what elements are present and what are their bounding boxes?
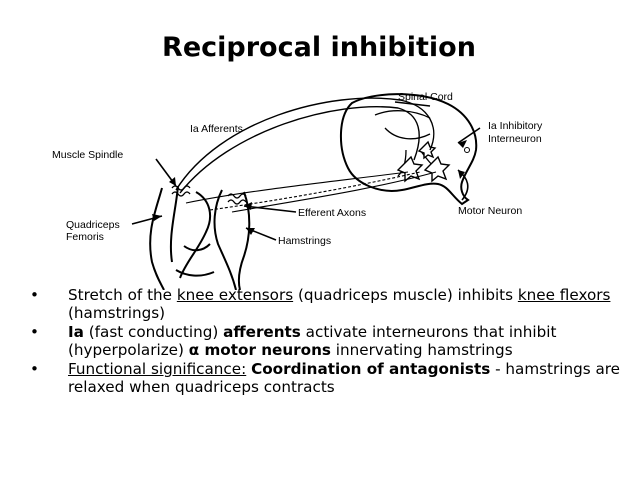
label-quadriceps: Quadriceps <box>66 219 120 231</box>
bullet-text: activate interneurons that inhibit (hype… <box>68 323 557 359</box>
spinal-cord-shape <box>339 93 478 206</box>
label-muscle-spindle: Muscle Spindle <box>52 149 123 161</box>
leg-muscles <box>149 185 251 290</box>
label-interneuron: Interneuron <box>488 133 542 145</box>
label-hamstrings: Hamstrings <box>278 235 331 247</box>
bullet-dot: • <box>30 286 39 304</box>
bullet-dot: • <box>30 323 39 341</box>
bullet-text: innervating hamstrings <box>330 340 513 359</box>
bullet-text: Stretch of the <box>68 286 177 304</box>
arrow-heads <box>152 140 467 235</box>
label-ia-afferents: Ia Afferents <box>190 123 243 135</box>
label-ia-inhibitory: Ia Inhibitory <box>488 120 543 132</box>
bullet-text: (quadriceps muscle) inhibits <box>293 286 518 304</box>
term-coordination-of-antagonists: Coordination of antagonists <box>251 360 491 378</box>
term-functional-significance: Functional significance: <box>68 360 247 378</box>
label-femoris: Femoris <box>66 231 104 243</box>
reciprocal-inhibition-diagram: Spinal Cord Ia Afferents Ia Inhibitory I… <box>52 91 543 290</box>
label-spinal-cord: Spinal Cord <box>398 91 453 103</box>
bullet-text: (fast conducting) <box>83 323 224 341</box>
bullet-dot: • <box>30 360 39 378</box>
term-knee-extensors: knee extensors <box>176 286 294 304</box>
efferent-axon-fibers <box>185 171 437 213</box>
bullet-item-3: • Functional significance: Coordination o… <box>30 360 630 396</box>
bullet-item-1: • Stretch of the knee extensors (quadrice… <box>30 286 630 322</box>
bullet-list: • Stretch of the knee extensors (quadrice… <box>30 286 630 398</box>
term-alpha-motor-neurons: α motor neurons <box>188 340 331 359</box>
label-motor-neuron: Motor Neuron <box>458 205 522 217</box>
motor-neuron-cells <box>396 140 451 183</box>
bullet-text: - hamstrings are relaxed when quadriceps… <box>68 360 621 396</box>
small-circle-marker <box>464 147 470 153</box>
bullet-item-2: • Ia (fast conducting) afferents activate… <box>30 323 630 359</box>
term-knee-flexors: knee flexors <box>517 286 611 304</box>
term-ia: Ia <box>68 323 84 341</box>
term-afferents: afferents <box>223 323 301 341</box>
ia-afferent-fibers <box>175 97 435 194</box>
spindle-coils <box>171 185 247 205</box>
slide-title: Reciprocal inhibition <box>162 32 476 63</box>
label-efferent-axons: Efferent Axons <box>298 207 366 219</box>
bullet-text: (hamstrings) <box>68 303 166 322</box>
